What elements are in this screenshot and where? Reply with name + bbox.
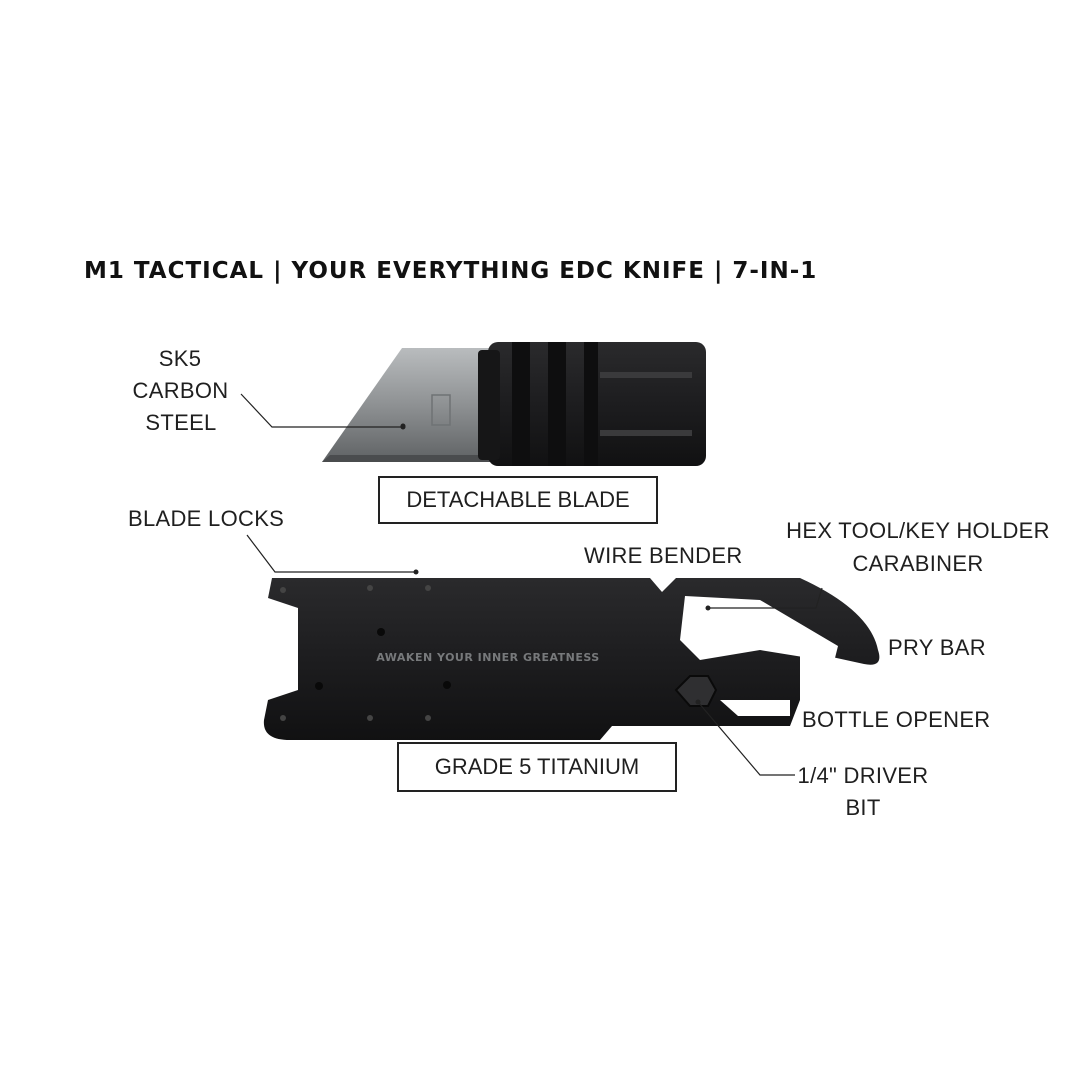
page-title: M1 TACTICAL | YOUR EVERYTHING EDC KNIFE … (84, 258, 818, 284)
detachable-blade-illustration (322, 342, 706, 466)
label-bottle-opener: BOTTLE OPENER (802, 707, 991, 732)
leader-sk5 (240, 393, 403, 428)
label-bit: BIT (845, 795, 881, 820)
leader-lines (240, 393, 823, 776)
label-pry-bar: PRY BAR (888, 635, 986, 660)
bottle-opener-notch (720, 700, 790, 716)
driver-bit-hex (674, 675, 718, 707)
label-carbon: CARBON (132, 378, 229, 403)
blade-steel (322, 348, 500, 462)
leader-hex-tool (708, 587, 823, 609)
label-blade-locks: BLADE LOCKS (128, 506, 285, 531)
label-grade5-titanium: GRADE 5 TITANIUM (397, 742, 677, 792)
leader-driver-bit (697, 701, 795, 776)
label-detachable-blade: DETACHABLE BLADE (378, 476, 658, 524)
label-sk5: SK5 (158, 346, 202, 371)
label-detachable-blade-text: DETACHABLE BLADE (406, 487, 630, 512)
hex-key-holder-cutout (680, 596, 838, 662)
label-steel: STEEL (145, 410, 217, 435)
label-grade5-text: GRADE 5 TITANIUM (434, 754, 640, 779)
label-driver: 1/4" DRIVER (797, 763, 929, 788)
label-carabiner: CARABINER (852, 551, 984, 576)
leader-blade-locks (246, 534, 416, 573)
label-hex-tool: HEX TOOL/KEY HOLDER (786, 518, 1050, 543)
engraving-text: AWAKEN YOUR INNER GREATNESS (376, 651, 599, 664)
titanium-tool-body: AWAKEN YOUR INNER GREATNESS (263, 578, 880, 740)
label-wire-bender: WIRE BENDER (584, 543, 743, 568)
